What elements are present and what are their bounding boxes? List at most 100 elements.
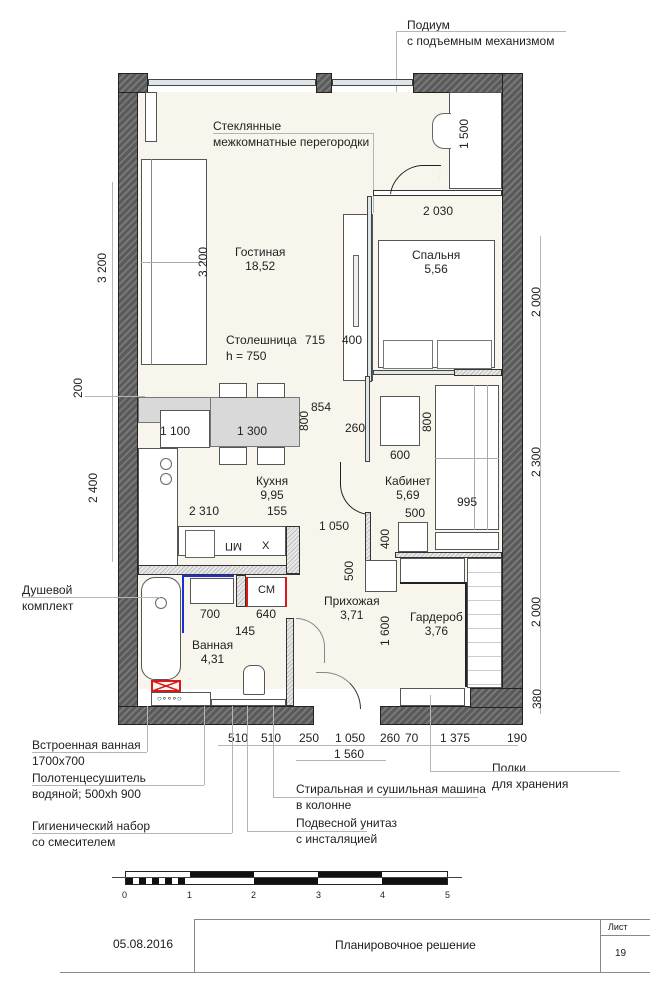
leader-shower	[22, 597, 160, 598]
callout-shower-line2: комплект	[22, 599, 74, 613]
sink	[190, 578, 234, 604]
leader-toilet	[247, 831, 367, 832]
dishwasher-label: ПМ	[225, 540, 243, 552]
bath-right-wall	[286, 618, 294, 706]
bedroom-bottom-wall	[454, 369, 502, 376]
outer-wall-corner-bottom-right	[470, 688, 523, 708]
callout-podium-line2: с подъемным механизмом	[407, 34, 555, 48]
leader-washer	[273, 797, 478, 798]
bathtub-drain	[155, 597, 167, 609]
oven	[185, 530, 215, 558]
window-right	[332, 79, 413, 86]
hob-burner-1	[160, 458, 172, 470]
tv-screen	[353, 255, 359, 327]
study-cabinet	[398, 522, 428, 552]
dim-500-desk: 500	[405, 506, 426, 520]
dim-line-bottom	[218, 745, 518, 746]
outer-wall-right	[502, 73, 523, 725]
stool-4	[257, 447, 285, 465]
dim-640: 640	[256, 607, 277, 621]
sofa-seat-divider	[141, 262, 207, 263]
window-left	[148, 79, 316, 86]
dim-600: 600	[390, 448, 411, 462]
study-bottom-shelf	[435, 532, 499, 550]
dim-right-2000-top: 2 000	[529, 286, 544, 318]
room-wardrobe-name: Гардероб	[410, 610, 463, 624]
washer-label: СМ	[258, 584, 275, 596]
study-lower-wall	[365, 512, 371, 562]
room-hallway-name: Прихожая	[324, 594, 380, 608]
scale-tick-0: 0	[122, 890, 128, 900]
dim-2310: 2 310	[189, 504, 220, 518]
room-wardrobe-area: 3,76	[424, 624, 449, 638]
titleblock-divider-2	[600, 919, 601, 973]
callout-shelves-line1: Полки	[492, 761, 526, 775]
callout-washer-line1: Стиральная и сушильная машина	[296, 782, 486, 796]
callout-washer: Стиральная и сушильная машина в колонне	[296, 781, 486, 813]
stool-3	[219, 447, 247, 465]
stool-2	[257, 383, 285, 398]
dim-bottom-260: 260	[380, 731, 401, 745]
red-line-right	[285, 577, 287, 607]
dim-400-tv: 400	[342, 333, 363, 347]
fridge-label: Х	[262, 540, 270, 552]
leader-bathtub-v	[147, 706, 148, 752]
dim-854: 854	[311, 400, 332, 414]
dim-bottom-70: 70	[405, 731, 419, 745]
callout-towel-line1: Полотенцесушитель	[32, 771, 146, 785]
titleblock-sheet-label: Лист	[608, 922, 628, 932]
room-living-area: 18,52	[245, 259, 276, 273]
callout-bathtub-line1: Встроенная ванная	[32, 738, 141, 752]
callout-countertop-line1: Столешница	[226, 333, 297, 347]
dim-bedroom-width: 2 030	[423, 204, 454, 218]
callout-bathtub: Встроенная ванная 1700x700	[32, 737, 141, 769]
dim-bottom-250: 250	[299, 731, 320, 745]
outer-wall-left	[118, 73, 138, 725]
titleblock-top-line	[194, 919, 650, 920]
stool-1	[219, 383, 247, 398]
room-living-name: Гостиная	[235, 245, 286, 259]
kitchen-bath-wall	[138, 565, 300, 575]
callout-hygiene: Гигиенический набор со смесителем	[32, 818, 150, 850]
study-sofa-divider	[435, 458, 499, 459]
callout-shower: Душевой комплект	[22, 582, 73, 614]
glass-partition-study	[365, 376, 370, 462]
titleblock-date: 05.08.2016	[113, 937, 174, 951]
scale-tick-5: 5	[445, 890, 451, 900]
study-sofa-back	[474, 385, 488, 530]
leader-towel	[32, 785, 204, 786]
blue-partition	[182, 575, 184, 633]
room-bathroom-name: Ванная	[192, 638, 234, 652]
bed-pillow-left	[383, 340, 433, 369]
wardrobe-right-line	[465, 582, 467, 687]
dim-1050-mid: 1 050	[319, 519, 350, 533]
dim-right-2000-bot: 2 000	[529, 596, 544, 628]
scale-bar	[125, 871, 448, 885]
dim-bottom-1050: 1 050	[335, 731, 366, 745]
leader-towel-v	[204, 706, 205, 785]
dim-1100: 1 100	[160, 424, 191, 438]
hygiene-knobs: ○∘∘∘○	[157, 694, 182, 703]
leader-shelves	[430, 771, 620, 772]
titleblock-sheet-number: 19	[615, 948, 627, 959]
kitchen-left-cabinets	[138, 448, 178, 568]
leader-shelves-v	[430, 695, 431, 771]
outer-wall-pier	[316, 73, 332, 93]
dim-right-2300: 2 300	[529, 446, 544, 478]
wardrobe-bottom-cabinet	[400, 688, 465, 706]
dim-left-200: 200	[71, 377, 86, 399]
titleblock-sheet-divider	[600, 935, 650, 936]
scale-tick-4: 4	[380, 890, 386, 900]
kitchen-side-wall	[286, 526, 300, 574]
room-hallway-area: 3,71	[340, 608, 364, 622]
callout-hygiene-line1: Гигиенический набор	[32, 819, 151, 833]
leader-glass-v	[373, 133, 374, 213]
room-study: Кабинет 5,69	[385, 474, 431, 502]
dim-sofa: 3 200	[196, 246, 211, 278]
desk	[380, 396, 420, 446]
room-study-area: 5,69	[396, 488, 420, 502]
bed-pillow-right	[437, 340, 492, 369]
bedroom-top-shelf	[373, 190, 502, 196]
room-hallway: Прихожая 3,71	[324, 594, 380, 622]
dim-line-right	[540, 236, 541, 714]
